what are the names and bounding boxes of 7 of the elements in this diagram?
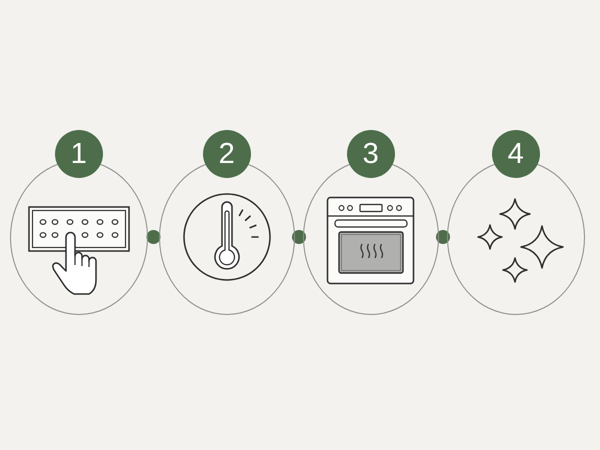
dot-connector: [146, 230, 160, 244]
step-number-badge: 2: [202, 130, 251, 178]
dot-connector: [436, 230, 450, 244]
step-number-badge: 1: [54, 130, 103, 178]
step-number-badge: 3: [346, 130, 395, 178]
step-number-badge: 4: [492, 130, 540, 178]
dot-connector: [292, 230, 306, 244]
